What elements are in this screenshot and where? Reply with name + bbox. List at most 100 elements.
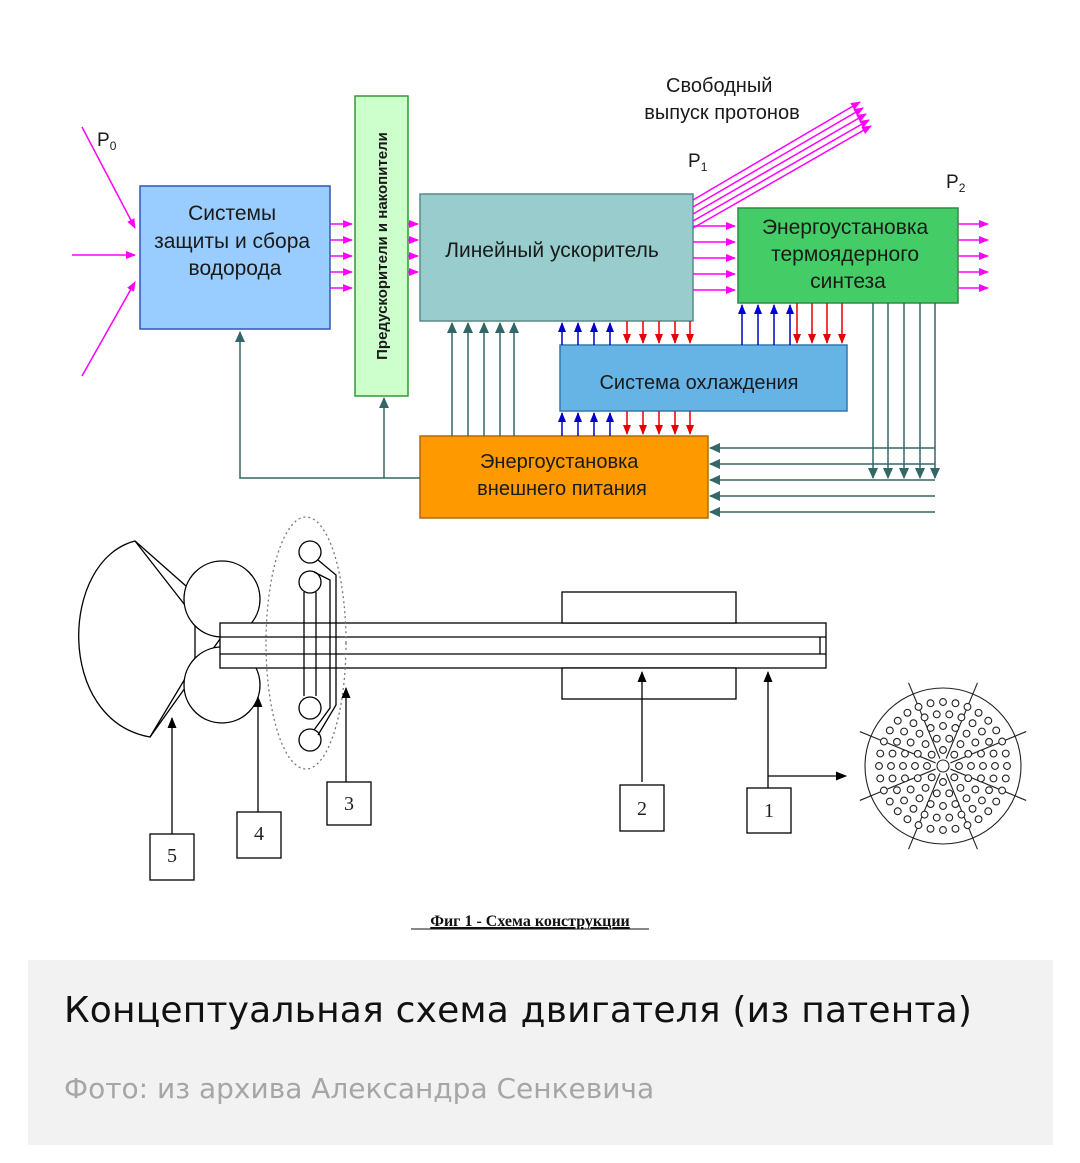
fusion-to-power-lines <box>709 303 940 517</box>
cross-section-channel <box>957 713 966 722</box>
cross-section-channel <box>968 719 977 728</box>
cross-section-channel <box>974 815 983 824</box>
cross-section-channel <box>984 716 993 725</box>
cross-section-channel <box>977 727 986 736</box>
cross-section-channel <box>914 821 923 830</box>
cross-section-channel <box>913 774 922 783</box>
cross-section-channel <box>979 762 987 770</box>
linear-accelerator-label: Линейный ускоритель <box>445 239 659 262</box>
cross-section-channel <box>963 821 972 830</box>
p1-label: P1 <box>688 151 708 174</box>
cross-section-channel <box>888 774 897 783</box>
fusion-to-cooling-red-arrows <box>793 303 846 344</box>
cross-section-channel <box>885 797 894 806</box>
cross-section-channel <box>887 762 895 770</box>
cross-section-channel <box>991 762 999 770</box>
cross-section-channel <box>906 785 915 794</box>
cross-section-channel <box>932 789 941 798</box>
cross-section-channel <box>962 794 971 803</box>
cross-section-channel <box>893 716 902 725</box>
fusion-plant-block <box>737 207 959 304</box>
p2-label: P2 <box>946 172 966 195</box>
cross-section-channel <box>977 774 985 783</box>
cross-section-channel <box>939 778 947 786</box>
cross-section-channel <box>914 702 923 711</box>
cross-section-channel <box>977 749 985 758</box>
cross-section-channel <box>971 738 980 747</box>
preaccel-to-linac-arrows <box>408 220 419 276</box>
coil-region <box>265 516 347 770</box>
cross-section-channel <box>911 762 919 770</box>
cross-section-channel <box>900 727 909 736</box>
cross-section-channel <box>1001 774 1010 783</box>
label-4: 4 <box>254 823 264 845</box>
cross-section-channel <box>951 800 960 808</box>
cross-section-channel <box>920 810 929 819</box>
engine-concept-diagram: P0 Системы защиты и сбора водорода Преду… <box>72 75 1027 930</box>
cross-section-channel <box>906 738 915 747</box>
cross-section-spoke <box>950 768 1027 801</box>
cross-section-channel <box>915 729 924 738</box>
label-5: 5 <box>167 845 177 867</box>
cross-section-channel <box>956 783 965 792</box>
cross-section-spoke <box>950 731 1027 764</box>
cross-section-channel <box>967 762 975 770</box>
cross-section-channel <box>909 804 918 813</box>
cross-section-channel <box>964 749 973 758</box>
cross-section-channel <box>939 746 947 754</box>
cross-section-channel <box>926 800 935 808</box>
label-3: 3 <box>344 793 354 815</box>
cross-section-channel <box>985 786 993 795</box>
cross-section-channel <box>985 737 993 746</box>
external-power-block <box>419 435 709 519</box>
cooling-system-block <box>559 344 848 412</box>
cross-section-channel <box>951 724 960 732</box>
p0-label: P0 <box>97 130 117 153</box>
cross-section-spoke <box>859 768 936 801</box>
cross-section-channel <box>956 740 965 749</box>
free-proton-release-arrows <box>692 101 872 229</box>
cross-section-channel <box>913 749 922 758</box>
cross-section-channel <box>974 708 983 717</box>
cross-section-channel <box>939 698 947 706</box>
fusion-output-arrows <box>958 220 989 292</box>
cross-section-channel <box>971 785 980 794</box>
cross-section-channel <box>992 726 1001 735</box>
cross-section-channel <box>899 762 907 770</box>
cross-section-channel <box>903 708 912 717</box>
construction-label-boxes <box>149 781 792 881</box>
cross-section-channel <box>932 813 941 822</box>
cross-section-channel <box>876 774 885 783</box>
cross-section-channel <box>893 786 901 795</box>
cooling-to-power-blue-arrows <box>558 412 614 436</box>
cross-section-center <box>936 759 950 773</box>
free-release-label: Свободный выпуск протонов <box>644 75 799 124</box>
cross-section-channel <box>984 807 993 816</box>
power-feedback-lines <box>235 331 420 479</box>
cross-section-channel <box>950 750 959 759</box>
cross-section-channel <box>945 710 954 719</box>
fusion-plant-label: Энергоустановка термоядерного синтеза <box>762 216 934 293</box>
cross-section-channel <box>885 726 894 735</box>
cross-section-channel <box>992 797 1001 806</box>
cross-section-channel <box>901 774 909 783</box>
cross-section-channel <box>945 734 954 743</box>
cross-section-channel <box>939 826 947 834</box>
tube-part-1 <box>219 622 827 669</box>
construction-drawing <box>78 516 827 770</box>
cross-section-channel <box>927 773 936 782</box>
cross-section-channel <box>909 719 918 728</box>
magnet-top <box>561 591 737 624</box>
cross-section-channel <box>951 824 960 833</box>
cross-section-channel <box>950 773 959 782</box>
cross-section-channel <box>876 749 885 758</box>
external-power-label: Энергоустановка внешнего питания <box>477 451 647 500</box>
caption-title: Концептуальная схема двигателя (из патен… <box>64 990 973 1031</box>
linear-accelerator-block <box>419 193 694 322</box>
cross-section-channel <box>962 729 971 738</box>
cross-section-channel <box>875 762 883 770</box>
magnet-bottom <box>561 667 737 700</box>
cross-section-channel <box>998 786 1007 795</box>
label-1: 1 <box>764 800 774 822</box>
power-to-linac-teal-arrows <box>447 322 519 436</box>
